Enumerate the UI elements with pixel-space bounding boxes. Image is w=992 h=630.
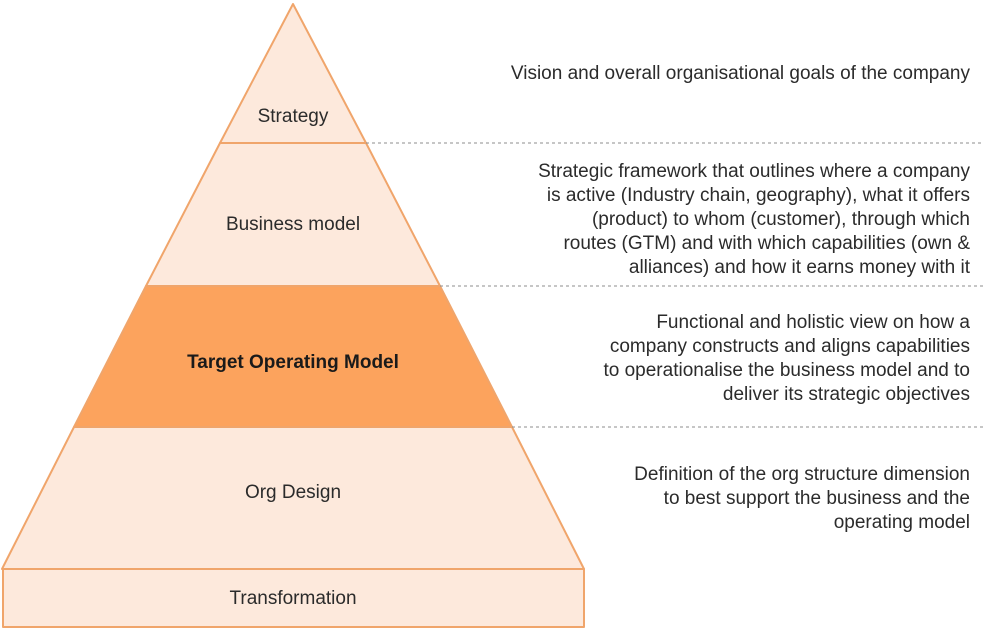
description-org-design: Definition of the org structure dimensio… xyxy=(634,463,970,535)
level-label-business-model: Business model xyxy=(225,214,361,235)
level-label-target-operating-model: Target Operating Model xyxy=(187,352,399,373)
description-line: to best support the business and the xyxy=(663,488,970,509)
description-business-model: Strategic framework that outlines where … xyxy=(538,160,970,280)
description-strategy: Vision and overall organisational goals … xyxy=(511,62,970,86)
level-label-org-design: Org Design xyxy=(244,482,342,503)
description-line: Definition of the org structure dimensio… xyxy=(634,464,970,485)
description-line: Functional and holistic view on how a xyxy=(656,312,970,333)
description-line: is active (Industry chain, geography), w… xyxy=(546,185,970,206)
description-line: alliances) and how it earns money with i… xyxy=(628,257,970,278)
level-label-strategy: Strategy xyxy=(257,106,329,127)
description-line: Vision and overall organisational goals … xyxy=(510,63,970,84)
description-line: operating model xyxy=(833,512,970,533)
description-line: (product) to whom (customer), through wh… xyxy=(591,209,970,230)
description-line: deliver its strategic objectives xyxy=(722,384,970,405)
pyramid-base-transformation xyxy=(2,568,585,628)
description-target-operating-model: Functional and holistic view on how a co… xyxy=(603,311,970,407)
level-label-transformation: Transformation xyxy=(229,588,357,609)
description-line: to operationalise the business model and… xyxy=(603,360,970,381)
description-line: company constructs and aligns capabiliti… xyxy=(609,336,970,357)
description-line: Strategic framework that outlines where … xyxy=(538,161,970,182)
description-line: routes (GTM) and with which capabilities… xyxy=(563,233,970,254)
